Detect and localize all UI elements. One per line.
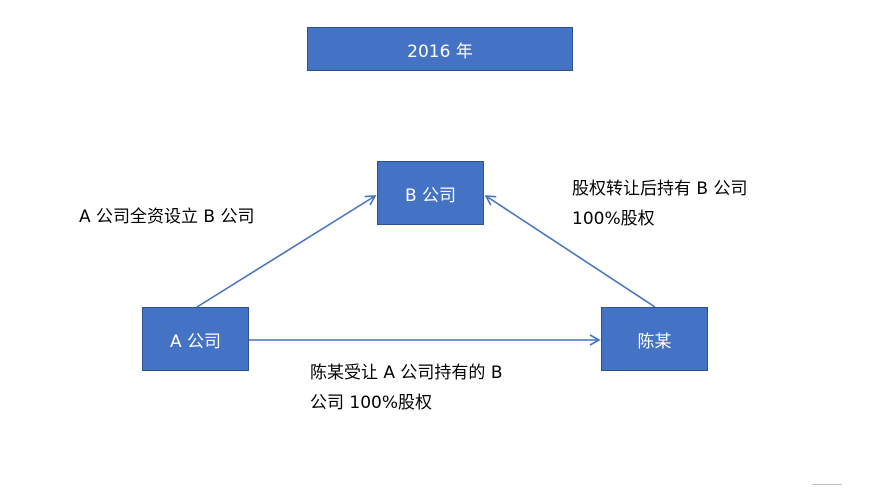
node-chen: 陈某 <box>601 307 708 371</box>
arrow-chen-to-b <box>484 195 656 308</box>
node-chen-label: 陈某 <box>637 331 672 352</box>
year-box-label: 2016 年 <box>407 41 473 62</box>
edge-label-a-to-b: A 公司全资设立 B 公司 <box>79 202 255 232</box>
edge-label-line: 公司 100%股权 <box>310 393 433 413</box>
edge-label-a-to-chen: 陈某受让 A 公司持有的 B 公司 100%股权 <box>310 358 503 418</box>
edge-label-line: 股权转让后持有 B 公司 <box>572 179 748 199</box>
edge-label-chen-to-b: 股权转让后持有 B 公司 100%股权 <box>572 174 747 234</box>
arrow-a-to-b <box>196 195 377 308</box>
node-b-company: B 公司 <box>377 161 484 225</box>
page-corner-mark <box>812 484 842 485</box>
node-a-company: A 公司 <box>142 307 249 371</box>
node-b-company-label: B 公司 <box>404 185 457 206</box>
node-a-company-label: A 公司 <box>169 331 222 352</box>
edge-label-line: A 公司全资设立 B 公司 <box>79 207 255 227</box>
year-box: 2016 年 <box>307 27 573 71</box>
edge-label-line: 100%股权 <box>572 209 655 229</box>
edge-label-line: 陈某受让 A 公司持有的 B <box>310 363 503 383</box>
